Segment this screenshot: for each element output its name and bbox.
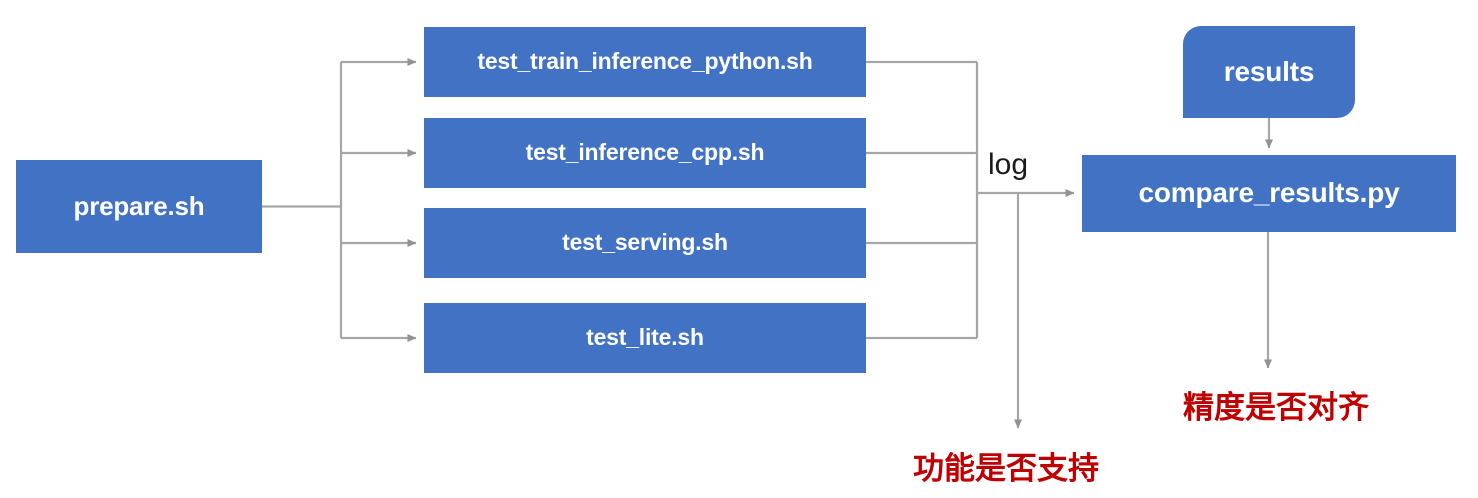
node-test-inference-cpp-sh[interactable]: test_inference_cpp.sh: [424, 118, 866, 188]
node-test-serving-sh-label: test_serving.sh: [562, 229, 728, 256]
node-test-inference-cpp-sh-label: test_inference_cpp.sh: [525, 139, 765, 166]
node-prepare-sh-label: prepare.sh: [73, 191, 205, 222]
node-test-serving-sh[interactable]: test_serving.sh: [424, 208, 866, 278]
note-precision-aligned: 精度是否对齐: [1183, 390, 1369, 426]
node-results[interactable]: results: [1183, 26, 1355, 118]
node-test-lite-sh-label: test_lite.sh: [586, 324, 704, 351]
node-test-train-inference-python-sh[interactable]: test_train_inference_python.sh: [424, 27, 866, 97]
note-feature-support: 功能是否支持: [913, 451, 1099, 487]
node-compare-results-py-label: compare_results.py: [1138, 177, 1400, 209]
node-test-train-inference-python-sh-label: test_train_inference_python.sh: [477, 48, 813, 75]
edge-label-log: log: [988, 148, 1029, 181]
node-test-lite-sh[interactable]: test_lite.sh: [424, 303, 866, 373]
node-prepare-sh[interactable]: prepare.sh: [16, 160, 262, 253]
node-results-label: results: [1223, 55, 1315, 87]
node-compare-results-py[interactable]: compare_results.py: [1082, 155, 1456, 232]
